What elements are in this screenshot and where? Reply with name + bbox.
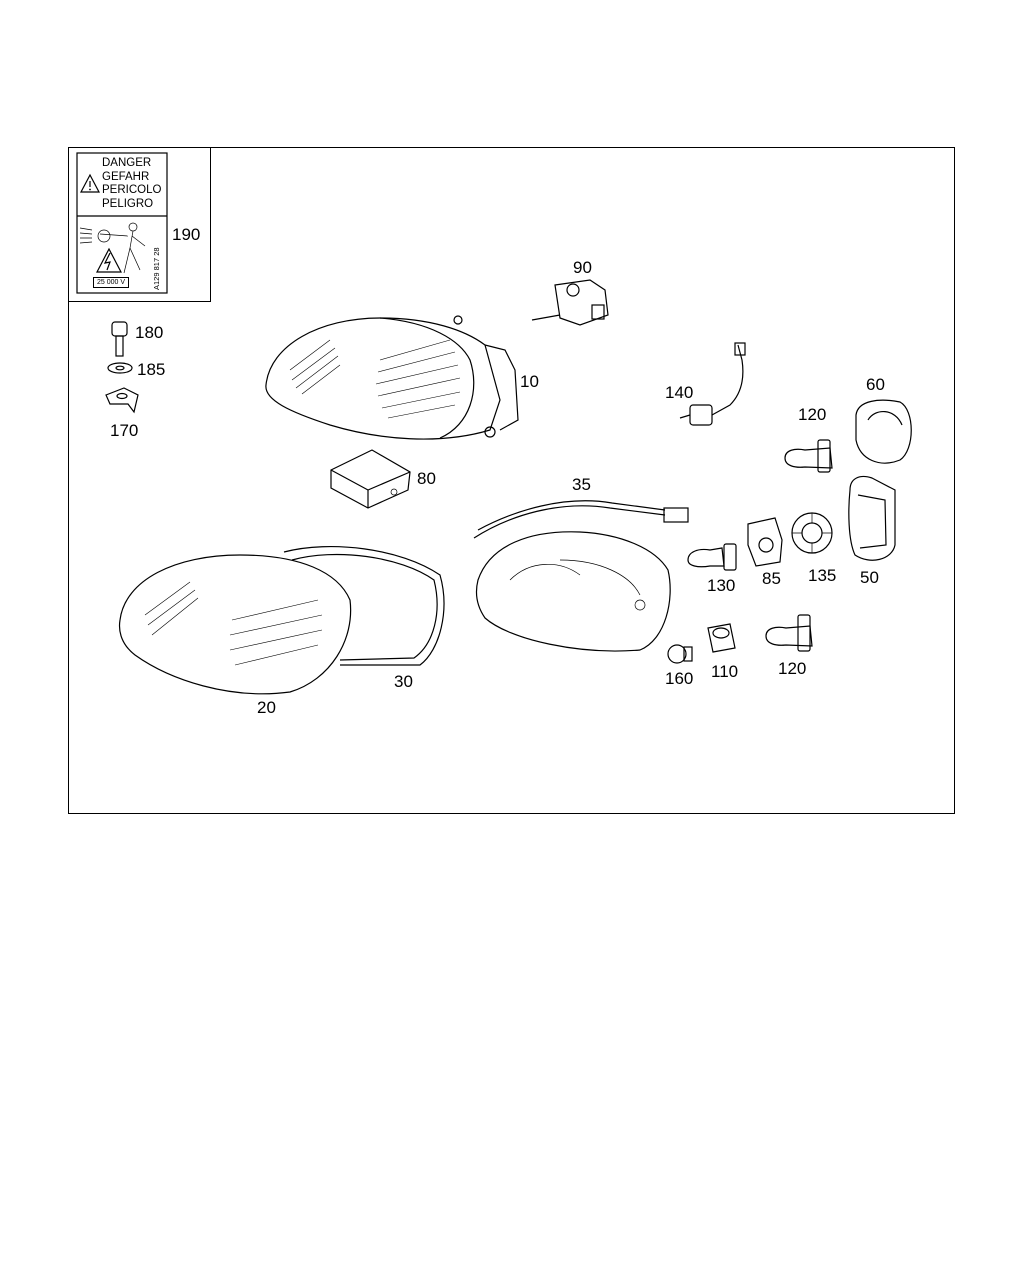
- part-130-bulb: [687, 543, 737, 571]
- callout-90: 90: [573, 258, 592, 277]
- warning-line-pericolo: PERICOLO: [102, 184, 162, 196]
- electric-shock-figure-icon: [79, 222, 146, 274]
- diagram-frame: [68, 147, 955, 814]
- callout-190: 190: [172, 225, 201, 244]
- part-20-headlamp-lens: [118, 554, 352, 695]
- warning-triangle-icon: [80, 173, 100, 193]
- part-160-small-bulb: [667, 644, 693, 664]
- part-170-clip-nut: [105, 387, 139, 414]
- part-140-bulb-lead: [679, 342, 746, 426]
- part-50-cover-frame: [848, 475, 896, 561]
- callout-170: 170: [110, 421, 139, 440]
- callout-50: 50: [860, 568, 879, 587]
- part-30-gasket: [283, 545, 445, 666]
- callout-140: 140: [665, 383, 694, 402]
- callout-185: 185: [137, 360, 166, 379]
- callout-80: 80: [417, 469, 436, 488]
- warning-line-peligro: PELIGRO: [102, 198, 154, 210]
- callout-20: 20: [257, 698, 276, 717]
- voltage-label: 25 000 V: [93, 277, 129, 288]
- warning-line-gefahr: GEFAHR: [102, 171, 150, 183]
- callout-160: 160: [665, 669, 694, 688]
- callout-120-bottom: 120: [778, 659, 807, 678]
- callout-110: 110: [711, 662, 739, 681]
- part-80-ballast-unit: [330, 449, 411, 509]
- callout-60: 60: [866, 375, 885, 394]
- callout-30: 30: [394, 672, 413, 691]
- callout-130: 130: [707, 576, 736, 595]
- callout-120-top: 120: [798, 405, 827, 424]
- warning-label-box: [68, 147, 211, 302]
- warning-line-danger: DANGER: [102, 157, 152, 169]
- part-185-washer: [107, 362, 133, 374]
- part-60-cover-cap: [855, 399, 912, 464]
- callout-35: 35: [572, 475, 591, 494]
- part-reflector-housing: [475, 531, 671, 652]
- callout-85: 85: [762, 569, 781, 588]
- part-code-label: A129 817 28: [152, 247, 161, 290]
- warning-label-sticker: [76, 152, 168, 294]
- part-135-holder-ring: [791, 512, 833, 554]
- part-35-wiring-harness: [473, 500, 689, 539]
- callout-180: 180: [135, 323, 164, 342]
- part-120-h7-bulb-top: [784, 439, 833, 473]
- part-180-bolt: [111, 321, 128, 357]
- callout-135: 135: [808, 566, 837, 585]
- part-110-socket: [707, 623, 736, 653]
- part-85-igniter: [747, 517, 783, 567]
- callout-10: 10: [520, 372, 539, 391]
- part-120-h7-bulb-bottom: [765, 614, 813, 652]
- high-voltage-icon: [96, 247, 122, 273]
- part-10-headlamp-assembly: [265, 315, 519, 440]
- part-90-leveling-motor: [531, 279, 609, 326]
